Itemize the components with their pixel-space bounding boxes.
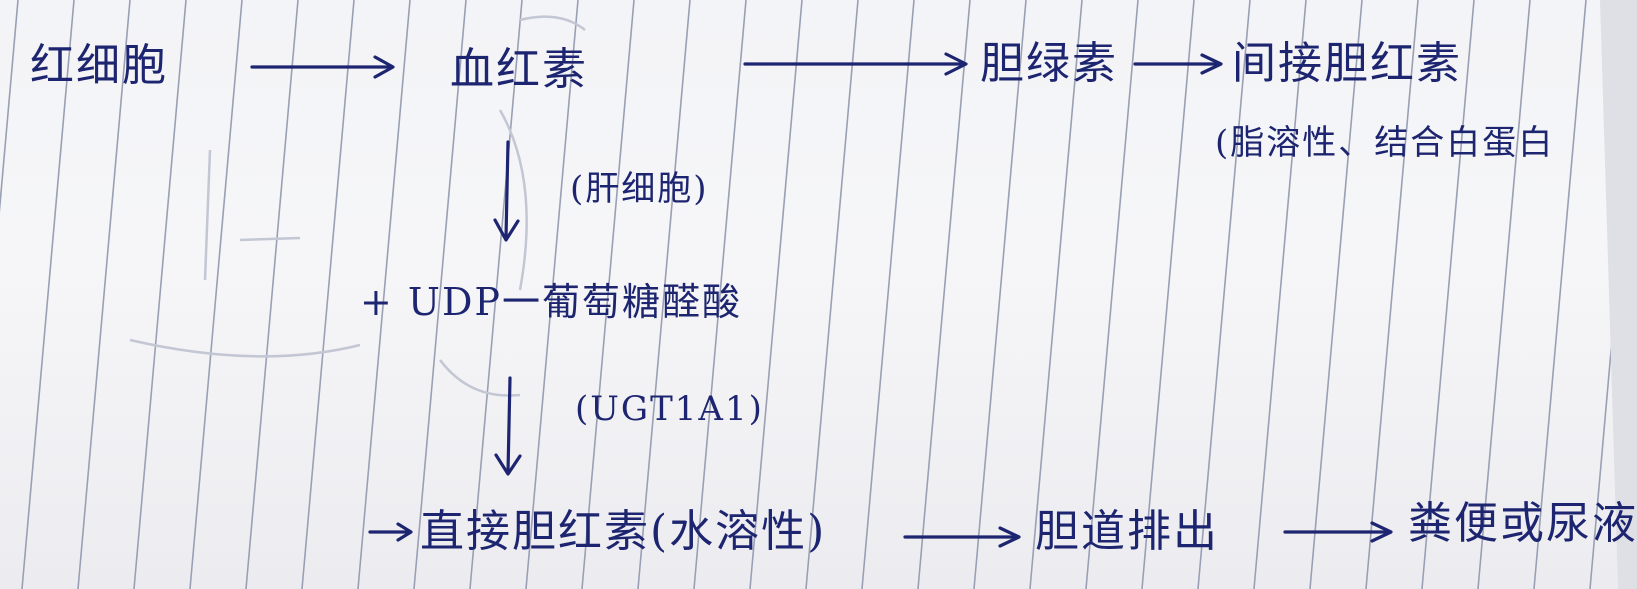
ruled-line: [1253, 0, 1307, 589]
ruled-line: [1477, 0, 1531, 589]
node-direct-bilirubin: 直接胆红素(水溶性): [420, 506, 827, 557]
node-bile-excretion: 胆道排出: [1035, 506, 1219, 557]
ruled-line: [77, 0, 131, 589]
arrow-udp-down: [494, 376, 522, 476]
page-edge-shadow: [1600, 0, 1637, 589]
arrow-direct-to-bile: [903, 526, 1021, 548]
node-biliverdin: 胆绿素: [980, 38, 1118, 89]
arrow-into-direct: [368, 522, 413, 542]
ruled-line: [1029, 0, 1083, 589]
arrow-heme-down: [493, 140, 520, 242]
arrow-biliverdin-to-indirect: [1133, 53, 1223, 75]
ruled-line: [21, 0, 75, 589]
ruled-line: [805, 0, 859, 589]
arrow-bile-to-excreta: [1283, 521, 1393, 543]
ruled-line: [413, 0, 467, 589]
ruled-line: [1421, 0, 1475, 589]
ruled-line: [357, 0, 411, 589]
ruled-line: [1365, 0, 1419, 589]
ruled-line: [301, 0, 355, 589]
ruled-line: [525, 0, 579, 589]
node-udp-glucuronic-acid: + UDP一葡萄糖醛酸: [360, 280, 742, 324]
node-red-blood-cell: 红细胞: [30, 40, 168, 91]
node-indirect-bilirubin: 间接胆红素: [1232, 38, 1462, 89]
ruled-line: [469, 0, 523, 589]
ruled-line: [189, 0, 243, 589]
ruled-line: [1085, 0, 1139, 589]
arrow-rbc-to-heme: [250, 55, 395, 79]
ruled-line: [693, 0, 747, 589]
ruled-line: [0, 0, 19, 213]
node-feces-urine: 粪便或尿液: [1408, 498, 1637, 549]
ruled-line: [133, 0, 187, 589]
enzyme-ugt1a1-note: (UGT1A1): [575, 389, 764, 429]
ruled-line: [749, 0, 803, 589]
arrow-heme-to-biliverdin: [743, 52, 968, 76]
ruled-line: [861, 0, 915, 589]
indirect-bilirubin-note: (脂溶性、结合白蛋白: [1215, 123, 1555, 163]
ruled-line: [1309, 0, 1363, 589]
ruled-line: [1197, 0, 1251, 589]
ruled-line: [637, 0, 691, 589]
ruled-line: [917, 0, 971, 589]
liver-cell-note: (肝细胞): [570, 169, 709, 209]
ruled-line: [1141, 0, 1195, 589]
ruled-line: [245, 0, 299, 589]
ruled-line: [1533, 0, 1587, 589]
ruled-line: [973, 0, 1027, 589]
node-hemoglobin: 血红素: [450, 44, 588, 95]
ruled-line: [581, 0, 635, 589]
